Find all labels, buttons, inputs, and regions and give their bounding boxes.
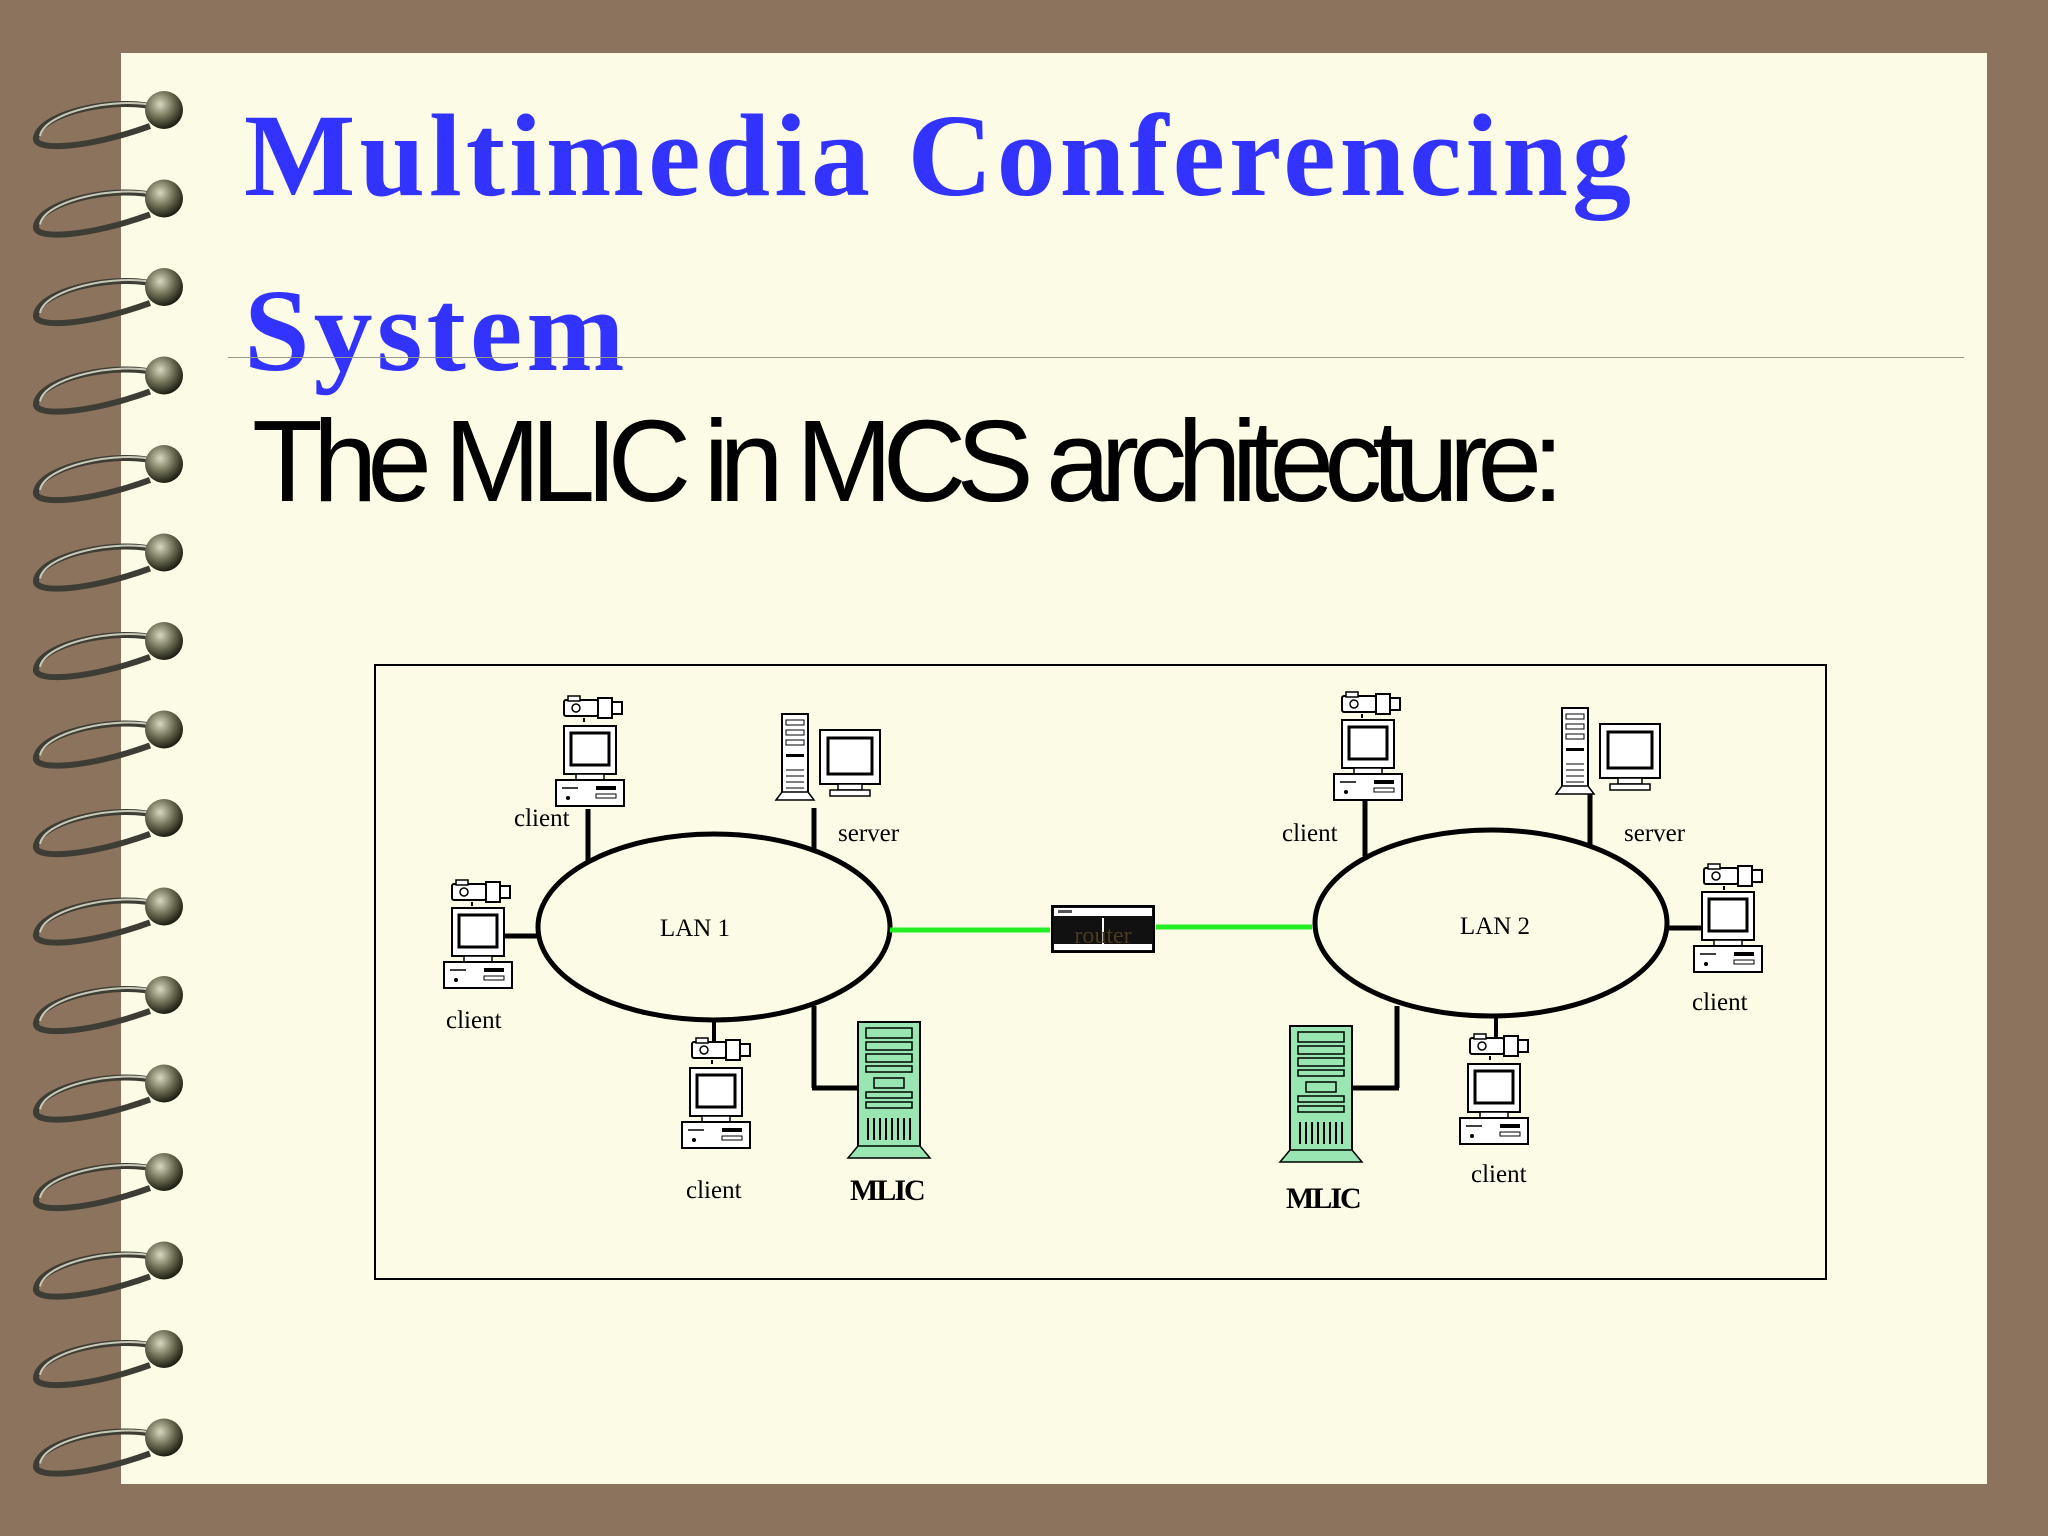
server-icon: [774, 712, 882, 802]
lan-1-client-top: client: [514, 695, 626, 832]
client-label: client: [1282, 820, 1338, 847]
binding-hole: [145, 799, 183, 837]
server-icon: [1554, 706, 1662, 796]
binding-ring-highlight: [39, 544, 157, 579]
lan-1-mlic: MLIC: [847, 1021, 931, 1207]
server-label: server: [1624, 820, 1686, 847]
lan-2-client-right: client: [1692, 863, 1764, 1016]
camera-icon: [1703, 863, 1763, 891]
slide-title-line-2: System: [244, 265, 629, 396]
client-label: client: [686, 1177, 742, 1204]
lan-2-group: LAN 2 client server client client MLIC: [1279, 691, 1764, 1215]
binding-ring-highlight: [39, 1341, 157, 1376]
binding-ring: [33, 1251, 159, 1300]
binding-hole: [145, 356, 183, 395]
binding-hole: [145, 887, 183, 926]
binding-ring-highlight: [39, 721, 157, 756]
binding-hole: [145, 1330, 183, 1368]
camera-icon: [1341, 691, 1401, 719]
binding-ring: [33, 808, 159, 858]
client-label: client: [1471, 1161, 1527, 1188]
lan-2-label: LAN 2: [1460, 913, 1530, 940]
lan-2-server: server: [1554, 706, 1686, 847]
lan-1-client-bottom: client: [680, 1019, 752, 1204]
binding-ring: [33, 985, 159, 1035]
camera-icon: [1469, 1033, 1529, 1061]
binding-hole: [145, 445, 183, 483]
mlic-label: MLIC: [1286, 1182, 1360, 1215]
router: router: [1051, 905, 1155, 953]
lan-2-client-top: client: [1282, 691, 1404, 847]
mlic-server-icon: [847, 1021, 931, 1159]
binding-hole: [145, 1241, 183, 1280]
computer-icon: [1458, 1062, 1530, 1146]
binding-ring: [33, 454, 159, 504]
binding-ring-highlight: [39, 456, 157, 491]
camera-icon: [563, 695, 623, 723]
binding-ring: [33, 543, 159, 592]
binding-ring-highlight: [39, 1429, 157, 1464]
notebook-page: [121, 53, 1987, 1484]
binding-ring: [33, 277, 159, 327]
camera-icon: [451, 879, 511, 907]
title-divider: [228, 357, 1964, 358]
binding-hole: [145, 710, 183, 749]
binding-ring-highlight: [39, 190, 157, 225]
binding-ring-highlight: [39, 810, 157, 845]
binding-hole: [145, 622, 183, 660]
binding-ring-highlight: [39, 1164, 157, 1199]
binding-ring-highlight: [39, 898, 157, 933]
binding-hole: [145, 1153, 183, 1191]
mlic-server-icon: [1279, 1025, 1363, 1163]
lan-1-group: LAN 1 client server client client MLIC: [442, 695, 931, 1207]
binding-ring: [33, 631, 159, 681]
binding-ring-highlight: [39, 367, 157, 402]
computer-icon: [1332, 718, 1404, 802]
computer-icon: [442, 906, 514, 990]
binding-hole: [145, 268, 183, 306]
binding-ring-highlight: [39, 1252, 157, 1287]
binding-ring: [33, 720, 159, 769]
client-label: client: [514, 805, 570, 832]
computer-icon: [1692, 890, 1764, 974]
binding-ring-highlight: [39, 102, 157, 137]
binding-ring-highlight: [39, 987, 157, 1022]
lan-2-ellipse: [1312, 827, 1670, 1019]
lan-2-mlic: MLIC: [1279, 1025, 1363, 1215]
client-label: client: [1692, 989, 1748, 1016]
binding-ring-highlight: [39, 279, 157, 314]
lan-1-client-left: client: [442, 879, 514, 1034]
binding-hole: [145, 976, 183, 1014]
binding-ring: [33, 1162, 159, 1212]
camera-icon: [691, 1037, 751, 1065]
binding-ring: [33, 897, 159, 946]
binding-ring: [33, 189, 159, 238]
slide-subtitle: The MLIC in MCS architecture:: [252, 396, 1564, 526]
binding-ring: [33, 366, 159, 415]
binding-hole: [145, 533, 183, 572]
client-label: client: [446, 1007, 502, 1034]
binding-ring: [33, 1074, 159, 1123]
binding-hole: [145, 179, 183, 218]
binding-hole: [145, 1064, 183, 1103]
binding-hole: [145, 91, 183, 129]
computer-icon: [554, 724, 626, 808]
lan-2-client-bottom: client: [1458, 1033, 1530, 1188]
slide-title-line-1: Multimedia Conferencing: [244, 90, 1635, 221]
binding-hole: [145, 1418, 183, 1457]
binding-ring: [33, 1339, 159, 1389]
diagram-frame: [374, 664, 1827, 1280]
binding-ring-highlight: [39, 1075, 157, 1110]
computer-icon: [680, 1066, 752, 1150]
binding-ring: [33, 100, 159, 150]
mlic-label: MLIC: [850, 1174, 924, 1207]
network-diagram: LAN 1 client server client client MLIC: [374, 664, 1827, 1280]
server-label: server: [838, 820, 900, 847]
lan-1-server: server: [774, 712, 900, 847]
binding-ring: [33, 1428, 159, 1477]
binding-ring-highlight: [39, 633, 157, 668]
router-label: router: [1074, 923, 1131, 949]
spiral-binding: [33, 91, 183, 1477]
lan-1-label: LAN 1: [660, 915, 730, 942]
